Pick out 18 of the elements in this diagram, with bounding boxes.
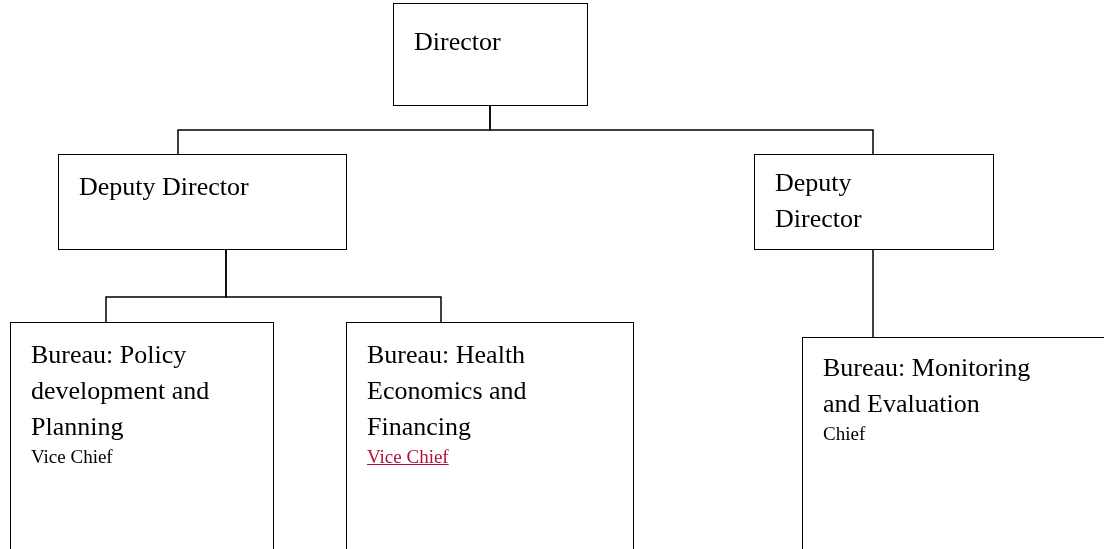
org-box — [58, 154, 347, 250]
unit-title: Deputy Director — [79, 171, 250, 203]
org-box — [754, 154, 994, 250]
role-label: Chief — [823, 422, 866, 446]
org-box — [802, 337, 1104, 549]
connector-line — [872, 249, 874, 338]
unit-title: Director — [414, 26, 502, 58]
unit-title: Bureau: Health Economics and Financing — [367, 339, 528, 443]
unit-title: Bureau: Policy development and Planning — [31, 339, 211, 443]
unit-title: Deputy Director — [775, 167, 863, 235]
unit-title: Bureau: Monitoring and Evaluation — [823, 352, 1032, 420]
org-box — [10, 322, 274, 549]
org-box — [346, 322, 634, 549]
connector-line — [489, 105, 874, 155]
org-box — [393, 3, 588, 106]
connector-line — [225, 249, 442, 323]
role-link: Vice Chief — [367, 445, 449, 469]
role-label: Vice Chief — [31, 445, 113, 469]
